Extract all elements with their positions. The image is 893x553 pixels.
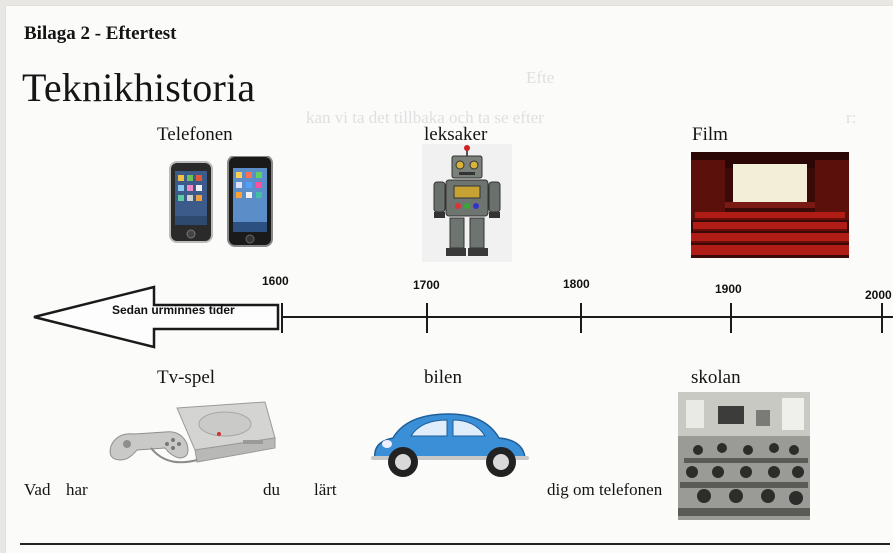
question-word-har: har <box>66 480 88 499</box>
page-title: Teknikhistoria <box>22 65 256 110</box>
label-telefonen: Telefonen <box>157 124 233 145</box>
question-word-du: du <box>263 480 280 499</box>
cinema-image <box>691 152 849 258</box>
classroom-image <box>678 392 810 520</box>
appendix-label: Bilaga 2 - Eftertest <box>24 23 177 44</box>
label-skolan: skolan <box>691 367 741 388</box>
answer-line <box>20 543 890 545</box>
year-1700: 1700 <box>413 278 440 292</box>
year-1900: 1900 <box>715 282 742 296</box>
question-word-lart: lärt <box>314 480 337 499</box>
question-word-dig-om-telefonen: dig om telefonen <box>547 480 663 499</box>
label-film: Film <box>692 124 728 145</box>
year-2000: 2000 <box>865 288 892 302</box>
bleed-through-text: r: <box>846 108 857 127</box>
worksheet-page: Efte kan vi ta det tillbaka och ta se ef… <box>6 6 893 553</box>
timeline-arrow <box>33 285 280 349</box>
bleed-through-text: Efte <box>526 68 555 87</box>
game-console-image <box>109 401 276 464</box>
timeline <box>33 285 893 349</box>
arrow-label: Sedan urminnes tider <box>112 303 235 317</box>
toy-robot-image <box>422 144 512 262</box>
question-word-vad: Vad <box>24 480 51 499</box>
year-1800: 1800 <box>563 277 590 291</box>
smartphones-image <box>169 156 273 247</box>
car-image <box>371 413 529 477</box>
label-tv-spel: Tv-spel <box>157 367 216 388</box>
year-1600: 1600 <box>262 274 289 288</box>
label-bilen: bilen <box>424 367 462 388</box>
bleed-through-text: kan vi ta det tillbaka och ta se efter <box>306 108 544 127</box>
label-leksaker: leksaker <box>424 124 488 145</box>
